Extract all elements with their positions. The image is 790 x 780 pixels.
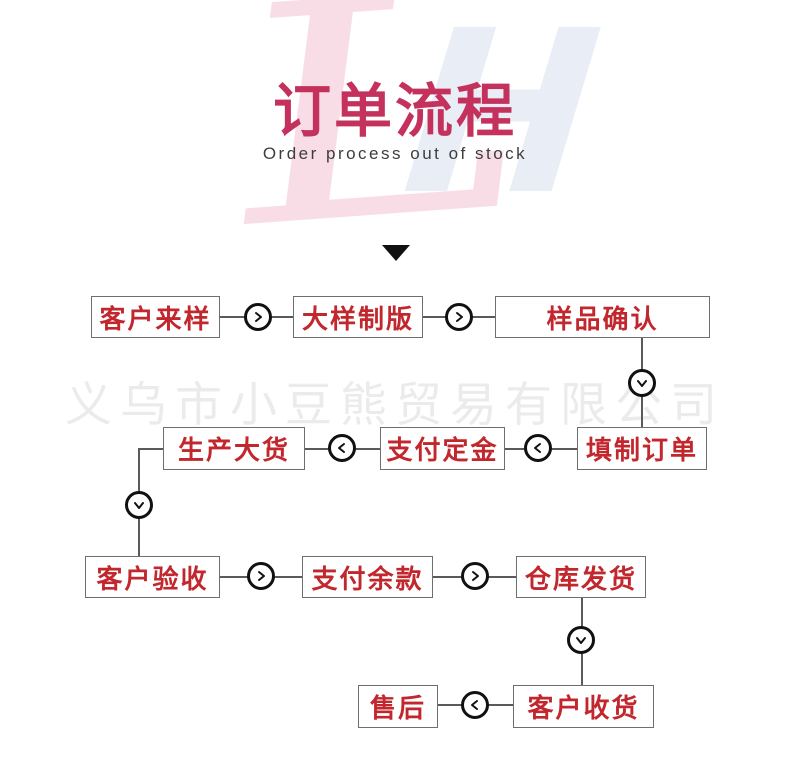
step-customer-receipt: 客户收货 — [513, 685, 654, 728]
step-bulk-production: 生产大货 — [163, 427, 305, 470]
step-warehouse-shipping: 仓库发货 — [516, 556, 646, 598]
page-subtitle: Order process out of stock — [262, 144, 528, 163]
step-customer-sample: 客户来样 — [91, 296, 220, 338]
chevron-down-circle-icon — [125, 491, 153, 519]
chevron-left-circle-icon — [524, 434, 552, 462]
chevron-left-circle-icon — [328, 434, 356, 462]
step-sample-plate-making: 大样制版 — [293, 296, 423, 338]
step-after-sales: 售后 — [358, 685, 438, 728]
step-pay-balance: 支付余款 — [302, 556, 433, 598]
step-customer-acceptance: 客户验收 — [85, 556, 220, 598]
chevron-down-circle-icon — [628, 369, 656, 397]
step-sample-confirmation: 样品确认 — [495, 296, 710, 338]
company-watermark: 义乌市小豆熊贸易有限公司 — [65, 378, 725, 431]
chevron-right-circle-icon — [445, 303, 473, 331]
chevron-left-circle-icon — [461, 691, 489, 719]
chevron-right-circle-icon — [461, 562, 489, 590]
step-fill-order: 填制订单 — [577, 427, 707, 470]
down-triangle-icon — [382, 245, 410, 261]
chevron-right-circle-icon — [247, 562, 275, 590]
chevron-down-circle-icon — [567, 626, 595, 654]
chevron-right-circle-icon — [244, 303, 272, 331]
connector-line — [138, 448, 163, 450]
step-pay-deposit: 支付定金 — [380, 427, 505, 470]
page-title: 订单流程 — [272, 79, 517, 144]
